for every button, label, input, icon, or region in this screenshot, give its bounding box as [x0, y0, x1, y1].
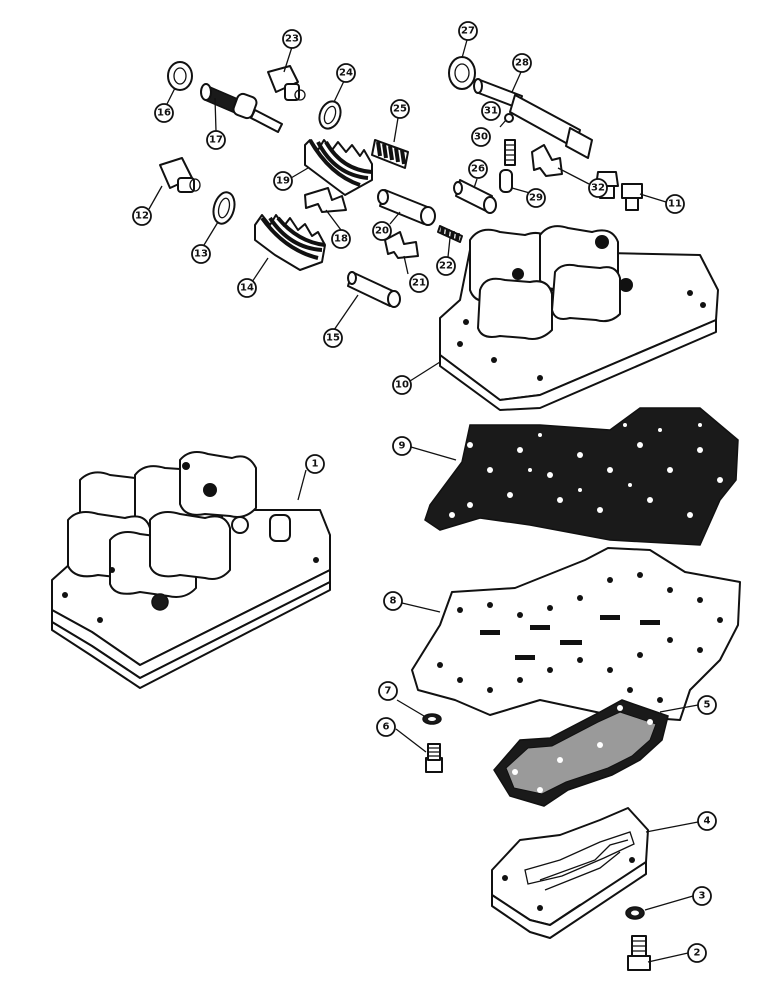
- callout-25: 25: [390, 99, 410, 119]
- callout-15: 15: [323, 328, 343, 348]
- part-21-clip: [384, 231, 419, 259]
- callout-label: 31: [484, 106, 498, 117]
- callout-27: 27: [458, 21, 478, 41]
- callout-label: 6: [383, 722, 390, 733]
- part-1-valve-assembly: [51, 451, 331, 689]
- part-27-seal: [448, 56, 476, 90]
- callout-2: 2: [687, 943, 707, 963]
- part-31-ball: [504, 113, 514, 123]
- callout-label: 7: [385, 686, 392, 697]
- part-12-plug: [159, 157, 201, 193]
- callout-3: 3: [692, 886, 712, 906]
- callout-29: 29: [526, 188, 546, 208]
- part-5-gasket: [493, 699, 669, 807]
- callout-14: 14: [237, 278, 257, 298]
- leader-lines: [148, 39, 699, 963]
- callout-4: 4: [697, 811, 717, 831]
- callout-label: 16: [157, 108, 171, 119]
- callout-1: 1: [305, 454, 325, 474]
- callout-label: 29: [529, 193, 543, 204]
- part-22-spring: [437, 225, 463, 243]
- callout-label: 8: [390, 596, 397, 607]
- callout-9: 9: [392, 436, 412, 456]
- part-18-clip: [304, 187, 347, 213]
- part-9-gasket: [424, 407, 739, 546]
- part-19-spring: [304, 139, 373, 196]
- callout-label: 5: [704, 700, 711, 711]
- callout-label: 19: [276, 176, 290, 187]
- callout-8: 8: [383, 591, 403, 611]
- part-13-washer: [212, 191, 236, 225]
- callout-label: 3: [699, 891, 706, 902]
- part-28-spool: [473, 78, 593, 159]
- callout-label: 20: [375, 226, 389, 237]
- part-29-pin: [499, 169, 513, 193]
- callout-30: 30: [471, 127, 491, 147]
- callout-5: 5: [697, 695, 717, 715]
- callout-24: 24: [336, 63, 356, 83]
- callout-6: 6: [376, 717, 396, 737]
- callout-label: 13: [194, 249, 208, 260]
- callout-label: 21: [412, 278, 426, 289]
- part-15-plunger: [347, 271, 401, 308]
- callout-11: 11: [665, 194, 685, 214]
- callout-23: 23: [282, 29, 302, 49]
- callout-7: 7: [378, 681, 398, 701]
- callout-label: 30: [474, 132, 488, 143]
- part-24-washer: [318, 100, 342, 130]
- callout-label: 25: [393, 104, 407, 115]
- callout-label: 2: [694, 948, 701, 959]
- part-10-valve-body: [439, 225, 719, 411]
- callout-32: 32: [588, 178, 608, 198]
- callout-13: 13: [191, 244, 211, 264]
- callout-16: 16: [154, 103, 174, 123]
- callout-label: 27: [461, 26, 475, 37]
- part-23-plug: [267, 65, 306, 101]
- callout-label: 26: [471, 164, 485, 175]
- callout-19: 19: [273, 171, 293, 191]
- callout-label: 11: [668, 199, 682, 210]
- part-4-cover-plate: [491, 807, 649, 939]
- callout-label: 17: [209, 135, 223, 146]
- part-14-spring: [254, 214, 326, 271]
- callout-label: 10: [395, 380, 409, 391]
- callout-label: 18: [334, 234, 348, 245]
- callout-label: 14: [240, 283, 254, 294]
- callout-label: 32: [591, 183, 605, 194]
- part-17-spool: [200, 83, 283, 133]
- callout-22: 22: [436, 256, 456, 276]
- callout-28: 28: [512, 53, 532, 73]
- part-25-spring: [371, 139, 409, 169]
- callout-10: 10: [392, 375, 412, 395]
- part-16-seal: [167, 61, 193, 91]
- part-3-lockwasher: [625, 906, 645, 920]
- callout-label: 28: [515, 58, 529, 69]
- part-20-plunger: [377, 189, 436, 226]
- callout-label: 24: [339, 68, 353, 79]
- callout-label: 15: [326, 333, 340, 344]
- callout-18: 18: [331, 229, 351, 249]
- callout-label: 12: [135, 211, 149, 222]
- part-32-clip: [531, 144, 563, 177]
- callout-20: 20: [372, 221, 392, 241]
- callout-label: 9: [399, 441, 406, 452]
- callout-label: 23: [285, 34, 299, 45]
- callout-label: 22: [439, 261, 453, 272]
- callout-26: 26: [468, 159, 488, 179]
- callout-17: 17: [206, 130, 226, 150]
- callout-label: 4: [704, 816, 711, 827]
- part-8-separator-plate: [411, 547, 741, 721]
- callout-12: 12: [132, 206, 152, 226]
- part-30-spring: [504, 139, 516, 166]
- callout-label: 1: [312, 459, 319, 470]
- callout-21: 21: [409, 273, 429, 293]
- part-6-bolt: [425, 743, 443, 773]
- part-2-bolt: [627, 935, 651, 971]
- part-7-lockwasher: [422, 713, 442, 725]
- part-26-plunger: [453, 179, 497, 214]
- callout-31: 31: [481, 101, 501, 121]
